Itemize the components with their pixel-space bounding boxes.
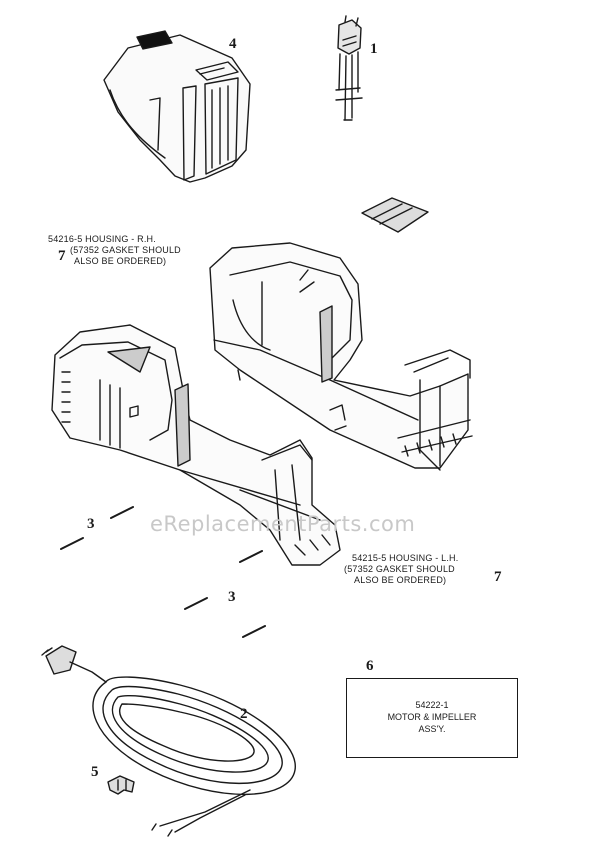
callout-7-lh: 7: [494, 569, 502, 585]
handle-cover-part: [103, 30, 251, 183]
callout-5: 5: [91, 764, 99, 780]
housing-rh-part-number: 54216-5 HOUSING - R.H.: [48, 234, 156, 244]
callout-6: 6: [366, 658, 374, 674]
power-cord-part: [41, 645, 296, 837]
screws-part: [60, 506, 266, 638]
gasket-part: [361, 197, 429, 233]
callout-3-lower: 3: [228, 589, 236, 605]
housing-lh-note-line2: ALSO BE ORDERED): [354, 575, 447, 585]
motor-part-number: 54222-1: [415, 700, 449, 710]
watermark: eReplacementParts.com: [150, 512, 416, 536]
motor-impeller-box: 54222-1 MOTOR & IMPELLER ASS'Y.: [346, 678, 518, 758]
callout-3-upper: 3: [87, 516, 95, 532]
callout-4: 4: [229, 36, 237, 52]
motor-assembly-label: ASS'Y.: [418, 724, 446, 734]
callout-7-rh: 7: [58, 248, 66, 264]
callout-1: 1: [370, 41, 378, 57]
housing-rh-note-line2: ALSO BE ORDERED): [74, 256, 167, 266]
housing-lh-part-number: 54215-5 HOUSING - L.H.: [352, 553, 459, 563]
callout-2: 2: [240, 706, 248, 722]
housing-rh-label: 54216-5 HOUSING - R.H. (57352 GASKET SHO…: [48, 234, 181, 267]
housing-lh-part: [51, 324, 341, 566]
motor-description: MOTOR & IMPELLER: [387, 712, 477, 722]
housing-rh-note-line1: (57352 GASKET SHOULD: [70, 245, 181, 255]
housing-rh-part: [209, 242, 473, 471]
housing-lh-note-line1: (57352 GASKET SHOULD: [344, 564, 455, 574]
switch-part: [335, 15, 363, 121]
housing-lh-label: 54215-5 HOUSING - L.H. (57352 GASKET SHO…: [344, 553, 459, 586]
cord-clip-part: [107, 775, 135, 795]
